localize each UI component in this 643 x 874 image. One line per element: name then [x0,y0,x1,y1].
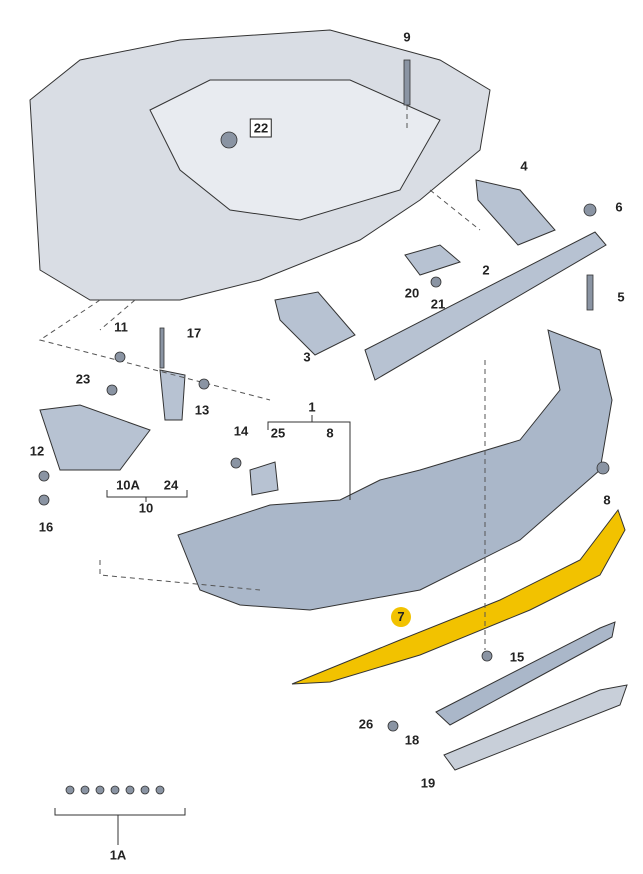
label-20: 20 [404,285,420,301]
label-8-right: 8 [603,492,611,508]
label-9: 9 [403,29,411,45]
label-25: 25 [270,425,286,441]
grille-19 [443,684,628,771]
bracket-3 [274,291,356,356]
label-17: 17 [186,325,202,341]
trim-strip-18 [435,621,616,726]
label-4: 4 [520,158,528,174]
trunk-opening [149,79,441,221]
label-14: 14 [233,423,249,439]
reinforcement-bar [364,231,607,381]
label-10: 10 [138,500,154,516]
label-1A: 1A [109,847,127,863]
spoiler-7 [291,508,626,685]
label-26: 26 [358,716,374,732]
label-12: 12 [29,443,45,459]
label-1: 1 [308,399,316,415]
label-13: 13 [194,402,210,418]
label-7-highlighted: 7 [391,607,411,627]
label-15: 15 [509,649,525,665]
label-3: 3 [303,349,311,365]
label-23: 23 [75,371,91,387]
label-2: 2 [482,262,490,278]
bracket-20 [404,244,462,276]
label-19: 19 [420,775,436,791]
label-6: 6 [615,199,623,215]
label-21: 21 [430,296,446,312]
bracket-25 [249,461,279,496]
label-24: 24 [163,477,179,493]
label-10A: 10A [116,477,140,493]
label-8-upper: 8 [326,425,334,441]
guide-24 [159,369,186,421]
label-22: 22 [249,118,273,138]
bracket-4 [475,179,556,246]
label-11: 11 [114,319,128,335]
bumper-cover [177,329,613,611]
label-16: 16 [38,519,54,535]
fasteners [38,59,610,795]
label-18: 18 [404,732,420,748]
label-5: 5 [617,289,625,305]
side-bracket-10A [39,404,151,471]
bracket-lines [54,415,351,845]
